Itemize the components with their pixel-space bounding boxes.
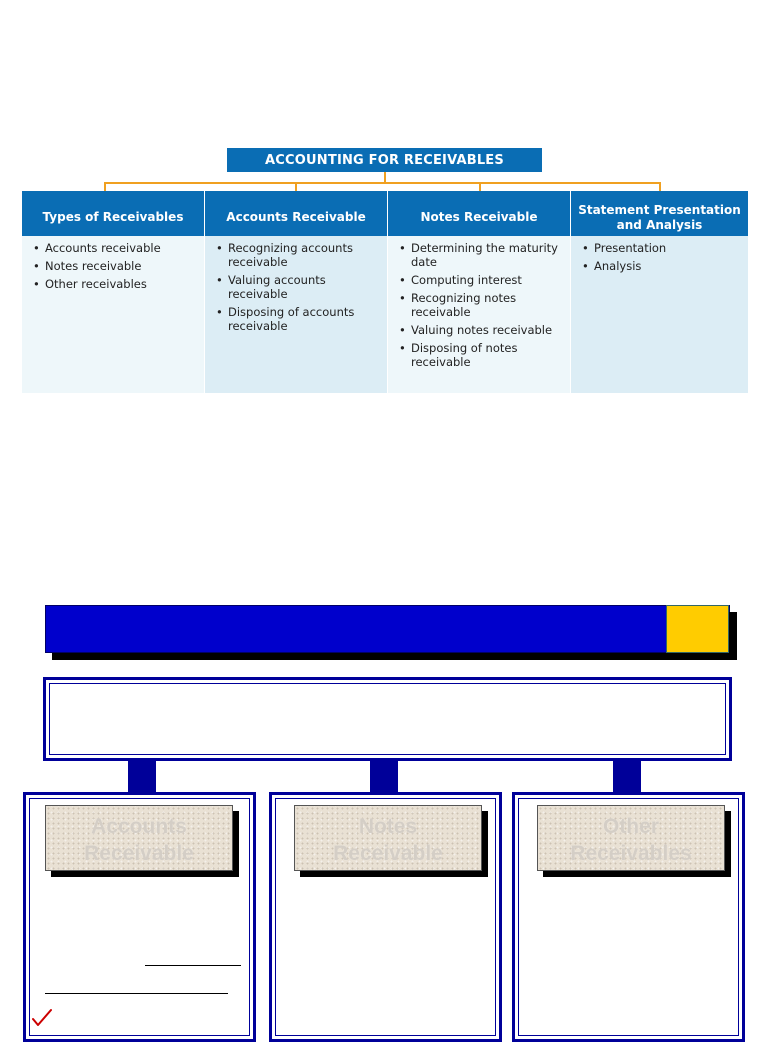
blank-underline bbox=[45, 993, 228, 994]
diagram-title: ACCOUNTING FOR RECEIVABLES bbox=[227, 148, 542, 172]
list-item: Disposing of accounts receivable bbox=[215, 305, 381, 333]
list-item: Valuing accounts receivable bbox=[215, 273, 381, 301]
label-notes-receivable: Notes Receivable bbox=[294, 805, 482, 871]
label-line: Other bbox=[602, 815, 659, 838]
column-notes-receivable: Notes Receivable Determining the maturit… bbox=[388, 191, 570, 393]
column-body: Presentation Analysis bbox=[571, 236, 748, 393]
column-body: Recognizing accounts receivable Valuing … bbox=[205, 236, 387, 393]
check-mark-icon bbox=[32, 1009, 52, 1026]
list-item: Computing interest bbox=[398, 273, 564, 287]
list-item: Presentation bbox=[581, 241, 742, 255]
column-types-of-receivables: Types of Receivables Accounts receivable… bbox=[22, 191, 204, 393]
list-item: Disposing of notes receivable bbox=[398, 341, 564, 369]
blank-underline bbox=[145, 965, 241, 966]
column-heading: Notes Receivable bbox=[388, 191, 570, 236]
label-line: Accounts bbox=[91, 815, 187, 838]
definition-box bbox=[43, 677, 732, 761]
list-item: Notes receivable bbox=[32, 259, 198, 273]
label-line: Receivable bbox=[333, 842, 443, 865]
diagram-connectors bbox=[104, 172, 661, 191]
list-item: Other receivables bbox=[32, 277, 198, 291]
title-banner bbox=[45, 605, 730, 653]
label-line: Notes bbox=[358, 815, 418, 838]
list-item: Analysis bbox=[581, 259, 742, 273]
column-statement-presentation: Statement Presentation and Analysis Pres… bbox=[571, 191, 748, 393]
connector-stem-center bbox=[370, 761, 398, 793]
list-item: Valuing notes receivable bbox=[398, 323, 564, 337]
label-accounts-receivable: Accounts Receivable bbox=[45, 805, 233, 871]
list-item: Determining the maturity date bbox=[398, 241, 564, 269]
column-heading: Types of Receivables bbox=[22, 191, 204, 236]
column-body: Determining the maturity date Computing … bbox=[388, 236, 570, 393]
column-heading: Accounts Receivable bbox=[205, 191, 387, 236]
connector-stem-left bbox=[128, 761, 156, 793]
list-item: Accounts receivable bbox=[32, 241, 198, 255]
accent-square bbox=[666, 605, 729, 653]
column-heading: Statement Presentation and Analysis bbox=[571, 191, 748, 236]
column-body: Accounts receivable Notes receivable Oth… bbox=[22, 236, 204, 393]
connector-stem-right bbox=[613, 761, 641, 793]
label-line: Receivable bbox=[84, 842, 194, 865]
list-item: Recognizing notes receivable bbox=[398, 291, 564, 319]
label-other-receivables: Other Receivables bbox=[537, 805, 725, 871]
label-line: Receivables bbox=[570, 842, 692, 865]
list-item: Recognizing accounts receivable bbox=[215, 241, 381, 269]
column-accounts-receivable: Accounts Receivable Recognizing accounts… bbox=[205, 191, 387, 393]
